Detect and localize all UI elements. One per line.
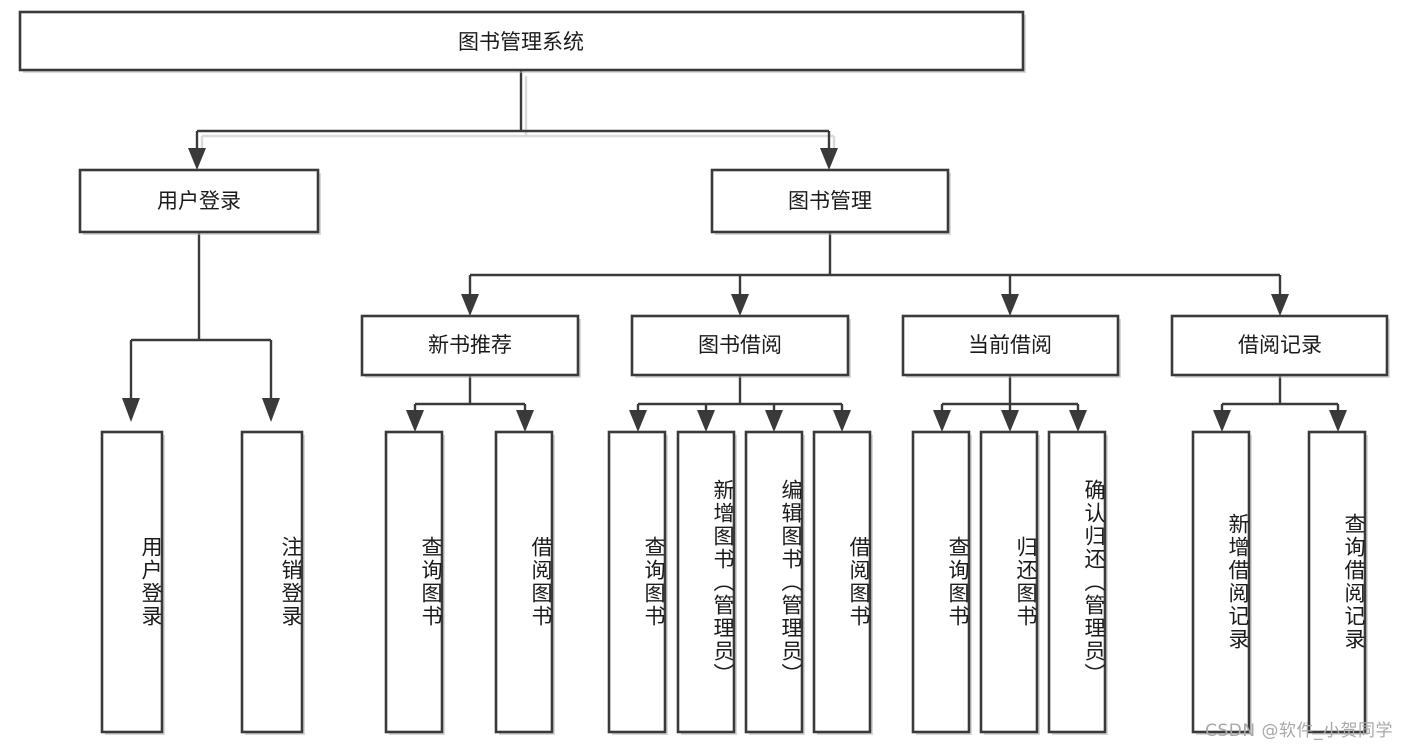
connector-user-login-to-leaves — [129, 232, 273, 400]
node-root-label: 图书管理系统 — [458, 30, 584, 54]
connector-new-book-recommend-to-leaves — [413, 375, 527, 412]
node-user-login-label: 用户登录 — [157, 189, 241, 213]
arrow-head-leaf-add-record — [1213, 410, 1231, 432]
arrow-head-user-login — [188, 148, 206, 170]
arrow-head-new-book-recommend — [461, 294, 479, 316]
arrow-head-leaf-borrow-book-1 — [516, 410, 534, 432]
connector-book-manage-to-level3 — [468, 232, 1282, 296]
node-book-borrow-box[interactable] — [630, 314, 850, 377]
node-book-manage-label: 图书管理 — [788, 189, 872, 213]
node-leaf-borrow-book-1-box[interactable] — [494, 430, 554, 734]
node-current-borrow-label: 当前借阅 — [968, 333, 1052, 357]
arrow-head-leaf-user-login — [122, 398, 140, 422]
node-user-login-box[interactable] — [78, 168, 320, 234]
node-leaf-add-record-box[interactable] — [1191, 430, 1251, 734]
node-leaf-user-login-box[interactable] — [100, 430, 164, 734]
arrow-head-leaf-return-book — [1001, 410, 1019, 432]
node-leaf-query-book-3-box[interactable] — [911, 430, 971, 734]
node-book-borrow-label: 图书借阅 — [698, 333, 782, 357]
arrow-head-leaf-query-book-2 — [629, 410, 647, 432]
node-leaf-add-book-box[interactable] — [676, 430, 736, 734]
arrow-head-leaf-edit-book — [765, 410, 783, 432]
arrow-head-current-borrow — [1001, 294, 1019, 316]
node-root-box[interactable] — [18, 10, 1025, 72]
connector-book-borrow-to-leaves — [636, 375, 844, 412]
arrow-head-borrow-record — [1271, 294, 1289, 316]
connector-current-borrow-to-leaves — [940, 375, 1080, 412]
connector-root-to-level2 — [195, 70, 831, 150]
arrow-head-leaf-query-book-3 — [933, 410, 951, 432]
arrow-head-leaf-confirm-return — [1069, 410, 1087, 432]
arrow-head-book-manage — [820, 148, 838, 170]
node-leaf-borrow-book-2-box[interactable] — [812, 430, 872, 734]
box-layer: 图书管理系统 用户登录 图书管理 新书推荐 图书借阅 当前借阅 借阅记录 — [18, 10, 1390, 735]
arrow-head-leaf-add-book — [697, 410, 715, 432]
node-current-borrow-box[interactable] — [901, 314, 1120, 377]
node-leaf-return-book-box[interactable] — [979, 430, 1039, 734]
arrow-head-leaf-borrow-book-2 — [833, 410, 851, 432]
connector-layer — [122, 70, 1347, 432]
node-leaf-query-book-2-box[interactable] — [607, 430, 667, 734]
node-borrow-record-box[interactable] — [1170, 314, 1389, 377]
connector-root-bus-shadow — [200, 76, 836, 154]
node-leaf-edit-book-box[interactable] — [744, 430, 804, 734]
arrow-head-leaf-query-record — [1329, 410, 1347, 432]
node-book-manage-box[interactable] — [710, 168, 950, 234]
arrow-head-book-borrow — [731, 294, 749, 316]
node-leaf-query-record-box[interactable] — [1307, 430, 1367, 734]
node-new-book-recommend-box[interactable] — [360, 314, 580, 377]
node-borrow-record-label: 借阅记录 — [1238, 333, 1322, 357]
node-leaf-user-logout-box[interactable] — [240, 430, 304, 734]
arrow-head-leaf-user-logout — [262, 398, 280, 422]
node-leaf-query-book-1-box[interactable] — [384, 430, 444, 734]
arrow-head-leaf-query-book-1 — [406, 410, 424, 432]
node-leaf-confirm-return-box[interactable] — [1047, 430, 1107, 734]
csdn-watermark: CSDN @软件_小贺同学 — [1205, 721, 1393, 741]
connector-borrow-record-to-leaves — [1220, 375, 1340, 412]
node-new-book-recommend-label: 新书推荐 — [428, 333, 512, 357]
